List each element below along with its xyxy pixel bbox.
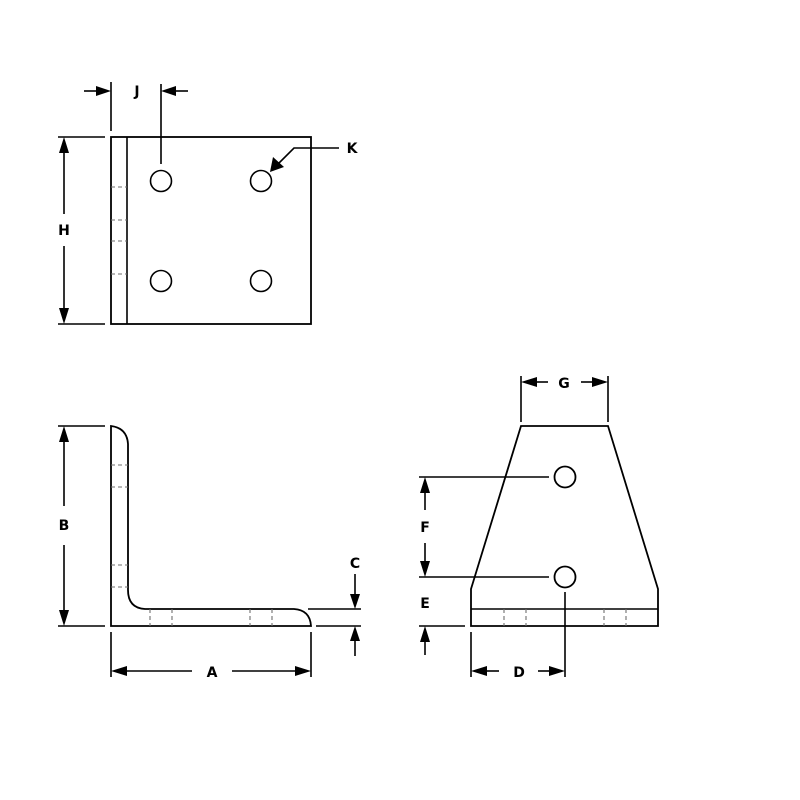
arrow-right-icon xyxy=(592,377,608,387)
dimension-j: J xyxy=(84,82,188,164)
arrow-down-icon xyxy=(420,561,430,577)
top-view: J K H xyxy=(58,82,359,325)
dimension-b: B xyxy=(58,425,105,627)
arrow-up-icon xyxy=(420,477,430,493)
dimension-e: E xyxy=(419,596,465,655)
arrow-up-icon xyxy=(59,426,69,442)
hole-icon xyxy=(149,269,173,293)
arrow-leader-icon xyxy=(270,157,284,172)
dimension-label-g: G xyxy=(558,376,570,392)
front-view-gusset-outline xyxy=(470,425,659,627)
arrow-down-icon xyxy=(59,308,69,324)
arrow-up-icon xyxy=(350,626,360,641)
dimension-label-f: F xyxy=(420,520,430,536)
hole-icon xyxy=(553,565,577,589)
front-view: G F E D xyxy=(419,376,659,681)
dimension-label-k: K xyxy=(347,141,359,157)
dimension-g: G xyxy=(520,376,609,422)
hole-icon xyxy=(553,465,577,489)
dimension-label-b: B xyxy=(59,518,70,534)
arrow-left-icon xyxy=(111,666,127,676)
dimension-label-a: A xyxy=(207,665,218,681)
dimension-label-d: D xyxy=(513,665,525,681)
dimension-f: F xyxy=(419,476,549,578)
dimension-label-e: E xyxy=(420,596,430,612)
arrow-up-icon xyxy=(59,137,69,153)
dimension-a: A xyxy=(110,632,312,681)
dimension-label-h: H xyxy=(58,223,70,239)
dimension-d: D xyxy=(470,592,566,681)
side-view-l-profile xyxy=(110,424,312,627)
arrow-right-icon xyxy=(96,86,111,96)
side-view: B A C xyxy=(58,424,361,681)
arrow-left-icon xyxy=(161,86,176,96)
dimension-k: K xyxy=(270,141,359,172)
hole-icon xyxy=(249,169,273,193)
arrow-right-icon xyxy=(295,666,311,676)
arrow-up-icon xyxy=(420,626,430,642)
arrow-left-icon xyxy=(471,666,487,676)
dimension-c: C xyxy=(308,556,361,656)
dimension-label-j: J xyxy=(133,84,139,100)
dimension-label-c: C xyxy=(350,556,360,572)
arrow-right-icon xyxy=(549,666,565,676)
hole-icon xyxy=(149,169,173,193)
arrow-down-icon xyxy=(350,594,360,609)
dimension-h: H xyxy=(58,136,105,325)
arrow-left-icon xyxy=(521,377,537,387)
arrow-down-icon xyxy=(59,610,69,626)
hole-icon xyxy=(249,269,273,293)
